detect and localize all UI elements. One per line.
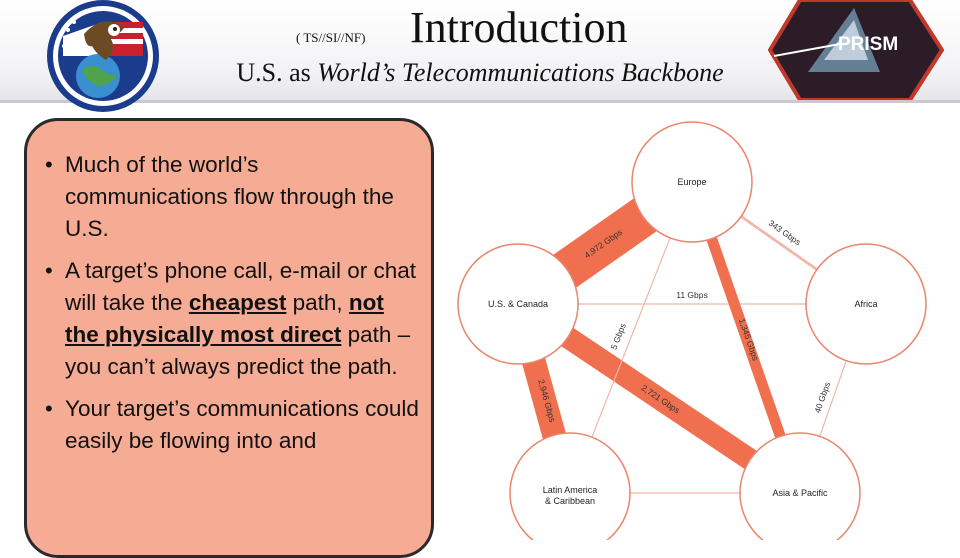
subtitle-prefix: U.S. as (236, 58, 318, 87)
bullet-panel: Much of the world’s communications flow … (24, 118, 434, 558)
region-label: U.S. & Canada (488, 299, 548, 309)
emphasis-text: not the physically most direct (65, 290, 384, 347)
prism-logo: PRISM (768, 0, 944, 100)
region-label: Africa (854, 299, 877, 309)
region-label: Latin America (543, 485, 598, 495)
slide-title: Introduction (410, 3, 628, 52)
subtitle-italic: World’s Telecommunications Backbone (317, 58, 724, 87)
classification-marking: ( TS//SI//NF) (296, 30, 366, 45)
region-node-africa (805, 243, 927, 365)
bullet-item: Your target’s communications could easil… (45, 393, 421, 457)
link-label: 11 Gbps (676, 290, 708, 300)
region-node-latam (509, 432, 631, 540)
link-label: 343 Gbps (767, 218, 803, 247)
region-label: Asia & Pacific (772, 488, 828, 498)
region-label: & Caribbean (545, 496, 595, 506)
slide-header: ( TS//SI//NF) Introduction U.S. as World… (0, 0, 960, 112)
region-label: Europe (677, 177, 706, 187)
region-node-asia (739, 432, 861, 540)
bullet-text: path – you can’t always predict the path… (65, 322, 411, 379)
prism-label: PRISM (838, 34, 898, 55)
slide-subtitle: U.S. as World’s Telecommunications Backb… (0, 58, 960, 88)
emphasis-text: cheapest (188, 290, 287, 315)
bullet-list: Much of the world’s communications flow … (27, 121, 431, 457)
bullet-item: Much of the world’s communications flow … (45, 149, 421, 245)
sso-seal-logo (47, 0, 159, 112)
bullet-text: A target’s phone call, e-mail or chat wi… (65, 258, 417, 315)
region-node-europe (631, 121, 753, 243)
bullet-item: A target’s phone call, e-mail or chat wi… (45, 255, 421, 383)
link-label: 5 Gbps (609, 322, 628, 351)
bullet-text: path, (286, 290, 349, 315)
region-node-us (457, 243, 579, 365)
